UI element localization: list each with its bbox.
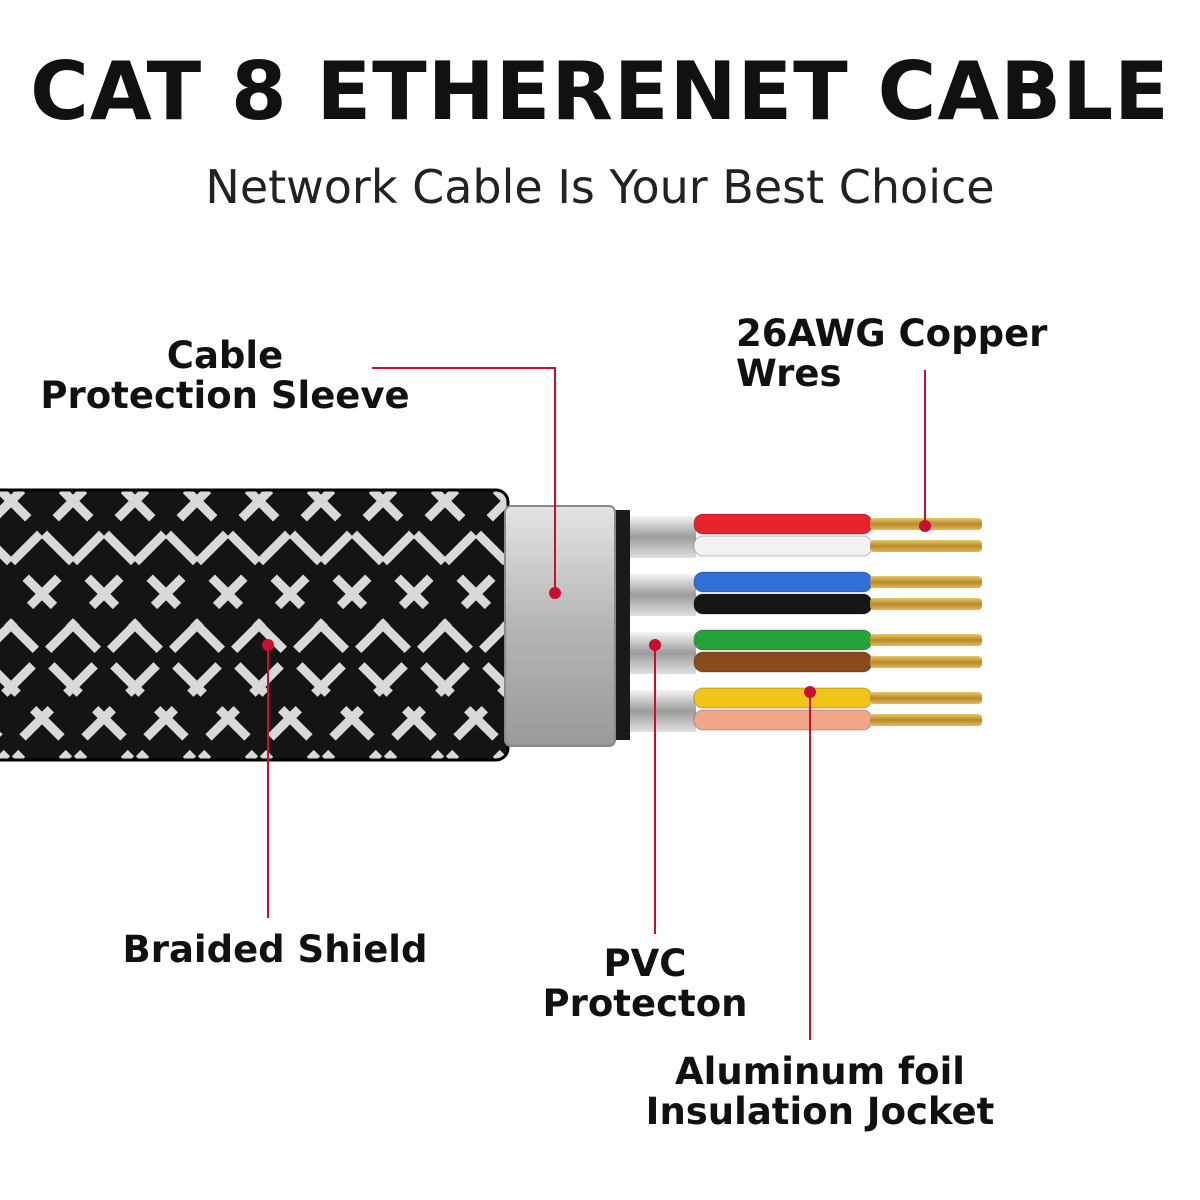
label-foil-line1: Aluminum foil — [675, 1050, 965, 1093]
wire-pairs — [693, 513, 982, 731]
wire-insulation — [693, 571, 873, 593]
label-protection-sleeve: Cable Protection Sleeve — [40, 336, 410, 416]
page-title: CAT 8 ETHERENET CABLE — [30, 45, 1170, 138]
label-pvc-protection: PVC Protecton — [542, 942, 748, 1025]
callout-dots — [262, 520, 931, 698]
wire-insulation — [693, 513, 873, 535]
wire-insulation — [693, 629, 873, 651]
wire-insulation — [693, 593, 873, 615]
copper-strand — [870, 656, 982, 668]
page-subtitle: Network Cable Is Your Best Choice — [205, 160, 995, 214]
braid-strand — [306, 490, 508, 760]
copper-strand — [870, 692, 982, 704]
copper-strand — [870, 540, 982, 552]
copper-strand — [870, 634, 982, 646]
braid-strand — [430, 490, 508, 760]
label-aluminum-foil: Aluminum foil Insulation Jocket — [640, 1052, 1000, 1132]
wire-insulation — [693, 687, 873, 709]
label-braided-shield: Braided Shield — [122, 928, 428, 971]
copper-strand — [870, 576, 982, 588]
braid-strand — [58, 490, 336, 760]
wire-insulation — [693, 709, 873, 731]
label-copper-wires: 26AWG Copper Wres — [736, 312, 1048, 395]
braid-strand — [120, 490, 398, 760]
copper-strand — [870, 714, 982, 726]
copper-strand — [870, 598, 982, 610]
braid-strand — [0, 490, 274, 760]
protection-sleeve — [504, 505, 616, 747]
label-sleeve-line2: Protection Sleeve — [40, 374, 410, 417]
braid-strand — [182, 490, 460, 760]
foil-callout-dot — [804, 686, 816, 698]
wire-insulation — [693, 651, 873, 673]
braid-strand — [244, 490, 508, 760]
wire-insulation — [693, 535, 873, 557]
braid-strand — [0, 490, 212, 760]
callout-lines — [267, 367, 926, 1040]
sleeve-callout-dot — [549, 587, 561, 599]
braid-strand — [430, 490, 508, 760]
sleeve-callout-line — [372, 367, 556, 593]
braid-callout-dot — [262, 639, 274, 651]
label-foil-line2: Insulation Jocket — [645, 1090, 995, 1133]
braid-strand — [0, 490, 88, 760]
copper-callout-dot — [919, 520, 931, 532]
pvc-callout-dot — [649, 639, 661, 651]
braid-strand — [0, 490, 150, 760]
label-sleeve-line1: Cable — [166, 334, 284, 377]
